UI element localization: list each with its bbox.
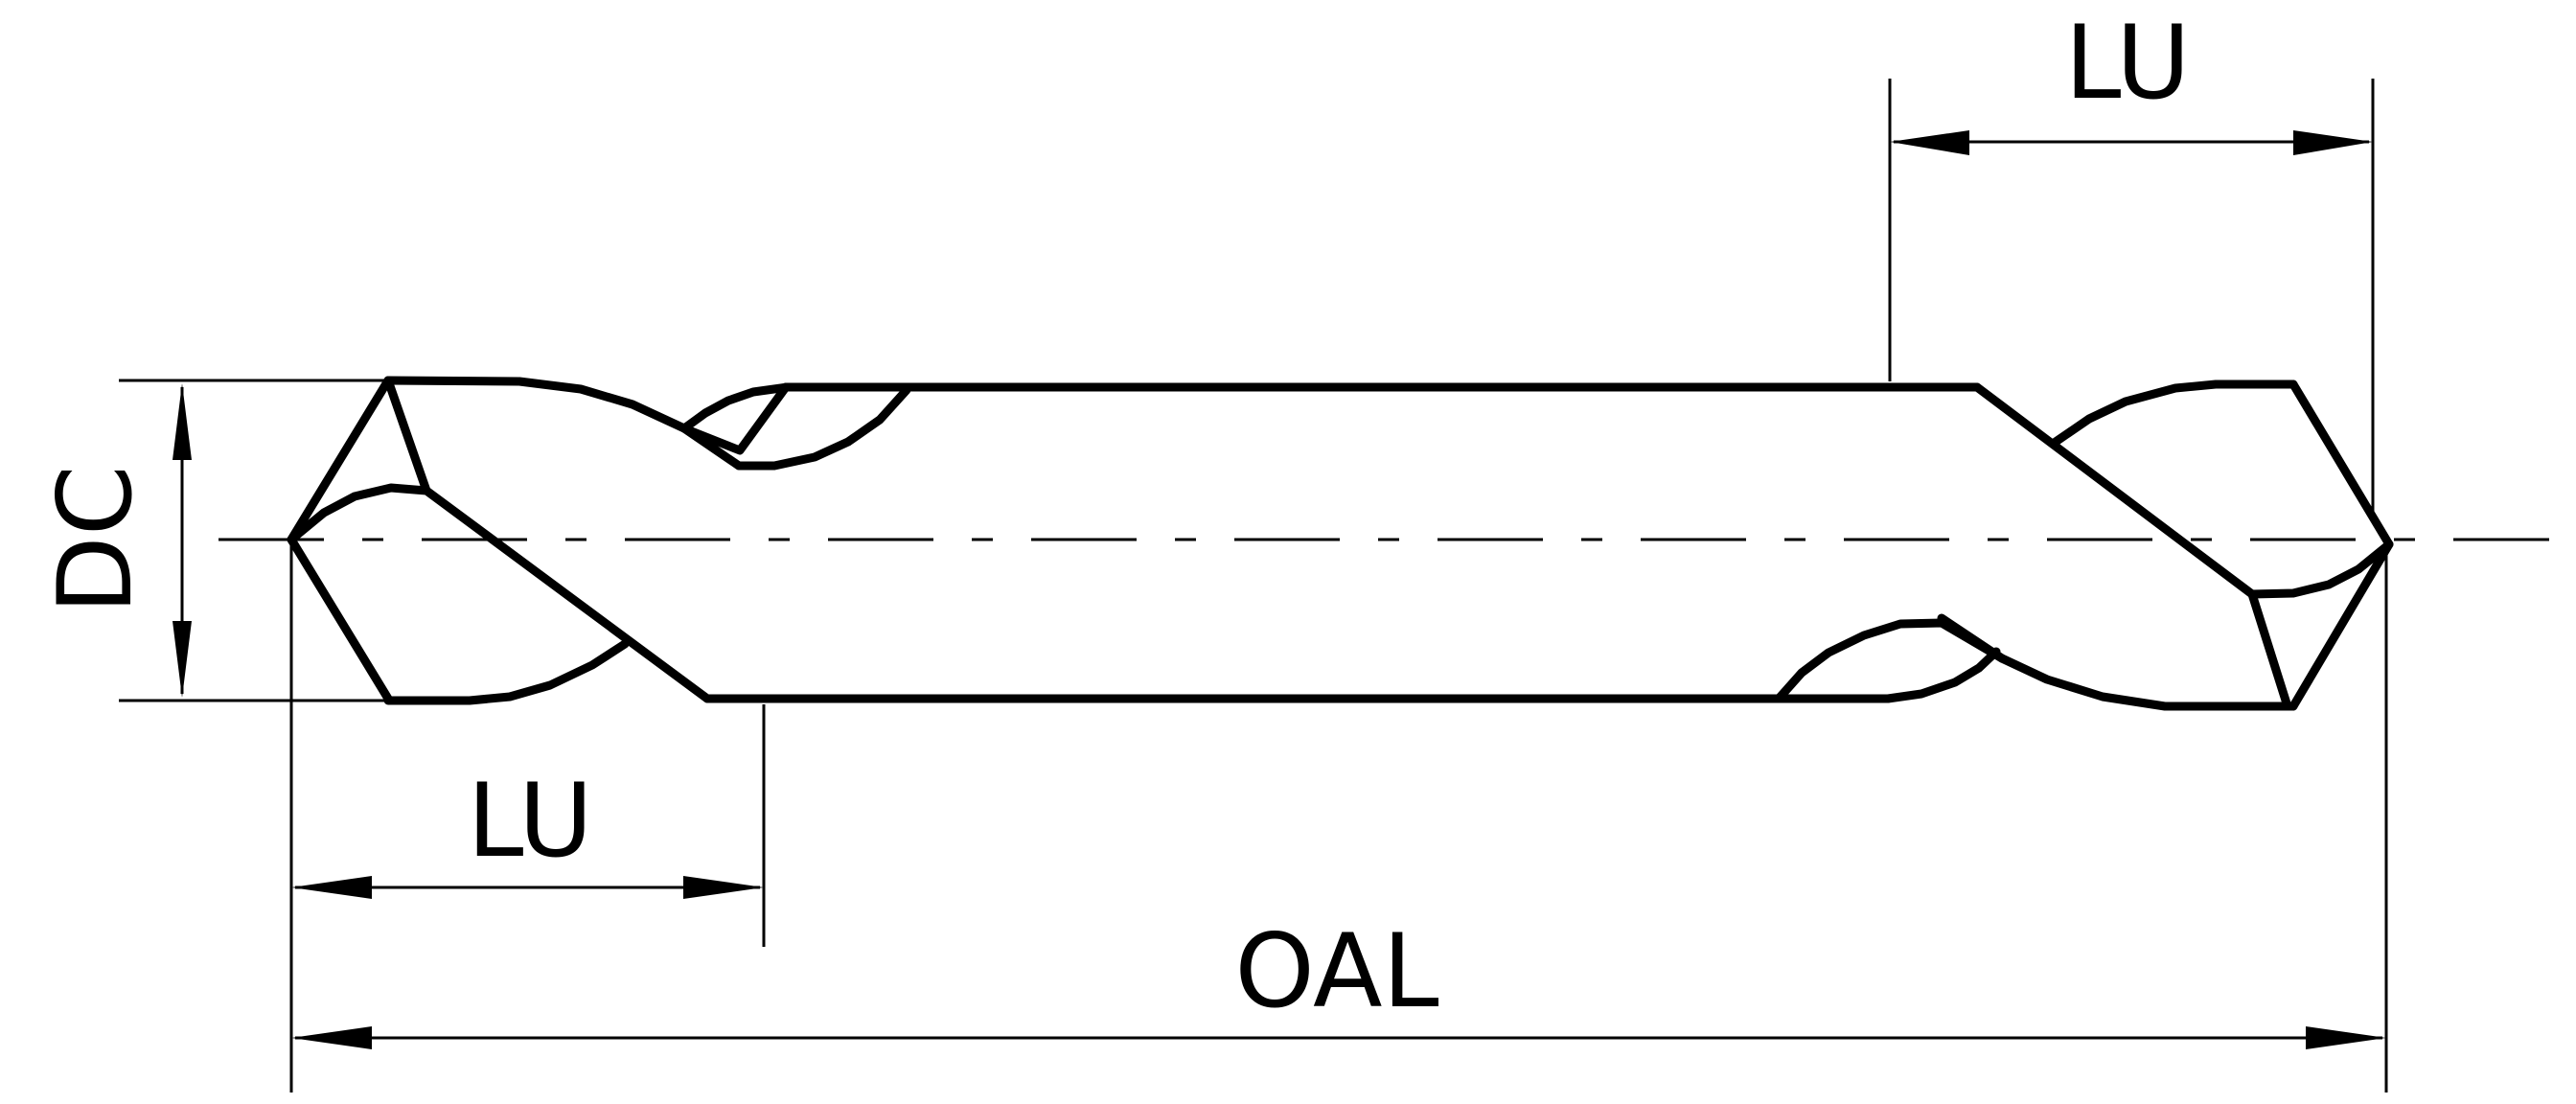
drill-body [287,376,2394,711]
oal-dimension [291,1026,2386,1049]
dc-dimension [172,383,192,698]
lu-top-dimension [1890,130,2373,155]
lu-bottom-label: LU [467,762,592,880]
oal-label: OAL [1234,912,1438,1030]
extension-lines [119,79,2388,1092]
dc-label: DC [36,465,154,614]
lu-bottom-dimension [291,876,764,899]
lu-top-label: LU [2064,4,2190,122]
